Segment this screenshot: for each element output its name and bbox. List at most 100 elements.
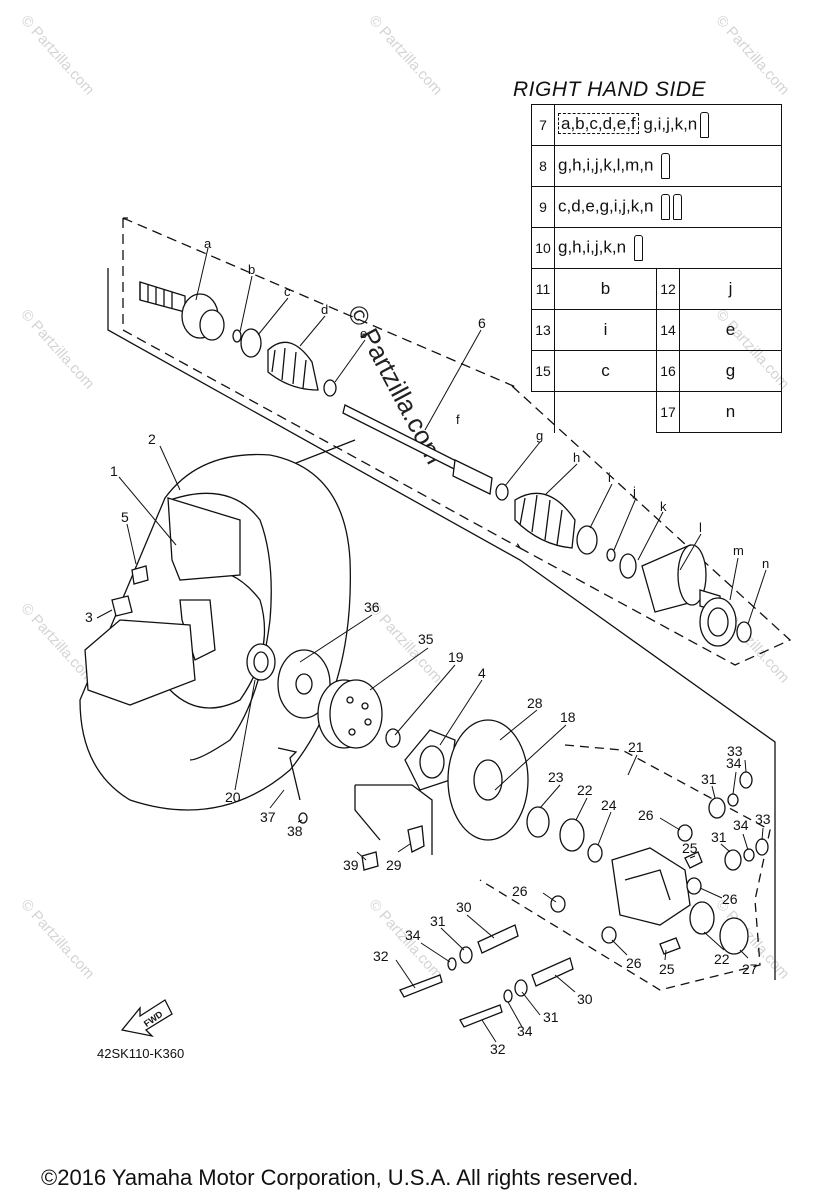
part-letter: i — [608, 470, 611, 485]
spacer-30 — [531, 957, 574, 987]
seal-24 — [587, 843, 603, 863]
table-row: 11 b 12 j — [531, 268, 782, 310]
leader-line — [424, 329, 482, 431]
callout-number: 34 — [733, 817, 749, 833]
hub-hole — [361, 702, 369, 710]
wheel-1 — [167, 497, 241, 581]
kit-boundary — [511, 385, 792, 666]
callout-number: 22 — [714, 951, 730, 967]
callout-number: 32 — [373, 948, 389, 964]
callout-number: 6 — [478, 315, 486, 331]
nut-39 — [361, 851, 379, 871]
hardware-bracket — [354, 784, 433, 855]
o-ring-n — [736, 621, 752, 643]
callout-number: 37 — [260, 809, 276, 825]
circlip-b — [232, 329, 242, 343]
leader-line — [118, 476, 177, 546]
band-g — [495, 483, 509, 501]
wheel-inner-flange — [84, 619, 196, 706]
part-letter: g — [536, 428, 543, 443]
callout-number: 26 — [512, 883, 528, 899]
table-row: 15 c 16 g — [531, 350, 782, 392]
bushing-26 — [686, 877, 702, 895]
callout-number: 39 — [343, 857, 359, 873]
callout-number: 22 — [577, 782, 593, 798]
outer-joint-cup — [199, 309, 225, 341]
spline-lines — [139, 282, 173, 308]
leader-line — [299, 614, 373, 663]
leader-line — [481, 1019, 497, 1043]
spacer-30 — [477, 924, 519, 954]
washer-31 — [459, 946, 473, 964]
leader-line — [234, 679, 256, 791]
row-number: 12 — [656, 268, 680, 310]
tube-icon — [700, 112, 710, 138]
callout-number: 31 — [711, 829, 727, 845]
nut-5 — [131, 565, 149, 585]
grease-nipple-25 — [659, 937, 681, 955]
leader-line — [395, 959, 416, 989]
callout-number: 31 — [543, 1009, 559, 1025]
bushing-26 — [550, 895, 566, 913]
callout-number: 33 — [755, 811, 771, 827]
assembly-line — [107, 268, 776, 980]
washer-31 — [514, 979, 528, 997]
leader-line — [521, 991, 541, 1016]
brake-disc-center — [473, 759, 503, 801]
callout-number: 30 — [577, 991, 593, 1007]
circlip-j — [606, 548, 616, 562]
callout-number: 19 — [448, 649, 464, 665]
callout-number: 28 — [527, 695, 543, 711]
row-number — [531, 391, 555, 433]
bearing-23 — [526, 806, 550, 838]
leader-line — [689, 855, 696, 859]
tube-icon — [661, 194, 671, 220]
leader-line — [507, 1001, 523, 1028]
callout-number: 34 — [726, 755, 742, 771]
leader-line — [440, 927, 465, 951]
leader-line — [711, 785, 716, 799]
row-number: 14 — [656, 309, 680, 351]
tire-tread — [169, 492, 272, 761]
part-letter: c — [284, 284, 291, 299]
callout-number: 31 — [430, 913, 446, 929]
bolt-29 — [407, 825, 425, 853]
callout-number: 20 — [225, 789, 241, 805]
row-letter — [554, 391, 657, 433]
row-number: 17 — [656, 391, 680, 433]
diagram-code: 42SK110-K360 — [97, 1046, 185, 1061]
table-row: 8 g,h,i,j,k,l,m,n — [531, 145, 782, 187]
grease-nipple-25 — [684, 851, 703, 869]
callout-number: 34 — [405, 927, 421, 943]
cap-27 — [719, 917, 749, 955]
row-contents: g,h,i,j,k,l,m,n — [554, 145, 782, 187]
leader-line — [269, 789, 285, 809]
wheel-hub-face — [179, 599, 216, 661]
plate-36-hole — [295, 673, 313, 695]
leader-line — [589, 483, 613, 529]
callout-number: 21 — [628, 739, 644, 755]
leader-line — [356, 851, 367, 861]
tube-icon — [673, 194, 683, 220]
part-letter: b — [248, 262, 255, 277]
washer-34 — [503, 989, 513, 1003]
leader-line — [394, 664, 456, 736]
callout-number: 25 — [682, 840, 698, 856]
callout-number: 29 — [386, 857, 402, 873]
leader-line — [679, 533, 702, 571]
row-number: 13 — [531, 309, 555, 351]
bearing-22 — [689, 901, 715, 935]
inner-joint-face — [677, 544, 707, 606]
fwd-arrow-icon: FWD — [120, 999, 173, 1038]
tube-icon — [661, 153, 671, 179]
row-contents: a,b,c,d,e,f g,i,j,k,n — [554, 104, 782, 146]
leader-line — [96, 609, 113, 619]
boot-ribs — [519, 494, 563, 546]
table-row: 9 c,d,e,g,i,j,k,n — [531, 186, 782, 228]
bolt-32 — [399, 974, 443, 998]
part-letter: l — [699, 520, 702, 535]
part-letter: j — [632, 484, 636, 499]
row-letter: g — [679, 350, 782, 392]
part-letter: d — [321, 302, 328, 317]
